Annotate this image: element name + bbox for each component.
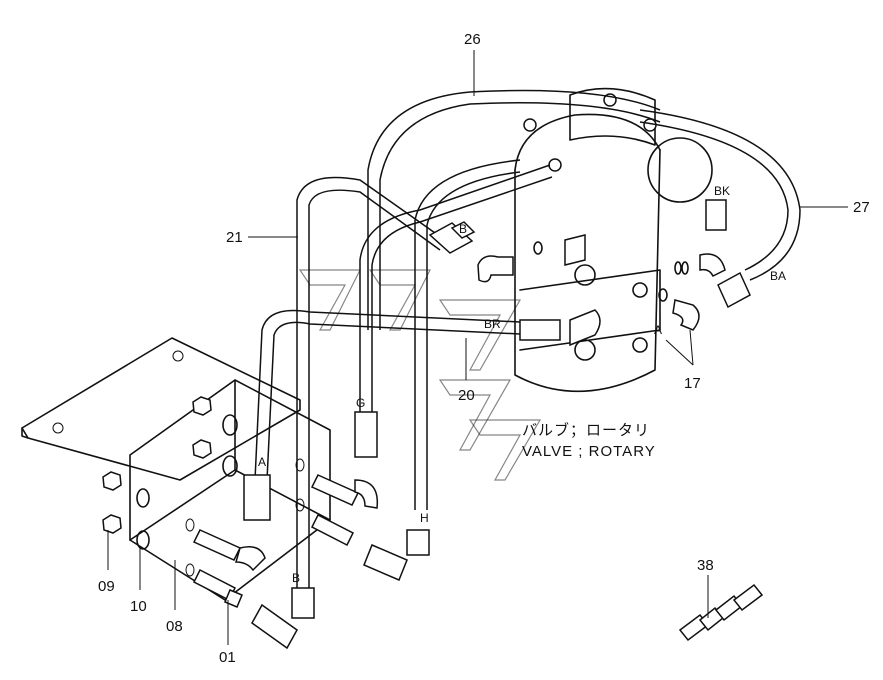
port-label-bk: BK <box>714 184 730 198</box>
part-label-08: 08 <box>166 618 183 635</box>
hose-g <box>359 164 553 420</box>
rotary-valve-body <box>514 87 713 393</box>
hydraulic-block <box>129 379 331 601</box>
plug-nuts <box>102 396 238 550</box>
hose-20 <box>254 309 521 481</box>
port-label-g: G <box>356 396 365 410</box>
part-label-27: 27 <box>853 199 870 216</box>
caption-japanese: バルブ；ロータリ <box>522 421 650 439</box>
leader-lines <box>107 50 848 645</box>
port-label-br: BR <box>484 317 501 331</box>
part-label-38: 38 <box>697 557 714 574</box>
part-label-09: 09 <box>98 578 115 595</box>
valve-fittings <box>477 253 726 347</box>
part-label-26: 26 <box>464 31 481 48</box>
part-label-17: 17 <box>684 375 701 392</box>
port-label-h: H <box>420 511 429 525</box>
hose-end-fittings <box>243 199 751 650</box>
part-label-10: 10 <box>130 598 147 615</box>
port-label-ba: BA <box>770 269 786 283</box>
port-label-b-bottom: B <box>292 571 300 585</box>
port-label-b-top: B <box>459 222 467 236</box>
hose-26 <box>367 89 661 330</box>
hose-21 <box>296 176 446 600</box>
hose-27 <box>639 109 801 281</box>
part-38-adapter <box>678 583 764 642</box>
watermark-logo <box>298 269 542 481</box>
block-fittings <box>192 474 379 608</box>
port-label-a-valve: A <box>654 323 662 337</box>
part-label-21: 21 <box>226 229 243 246</box>
caption-english: VALVE ; ROTARY <box>522 443 656 460</box>
mounting-plate <box>21 337 301 481</box>
port-label-a-block: A <box>258 455 266 469</box>
hose-h <box>414 159 521 510</box>
part-label-20: 20 <box>458 387 475 404</box>
part-label-01: 01 <box>219 649 236 666</box>
